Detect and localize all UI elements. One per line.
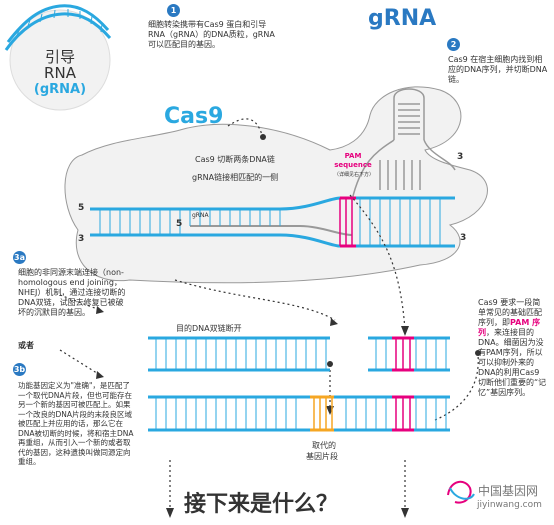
- strand-label-inner-3: 3: [457, 152, 464, 162]
- dotted-arrows: [59, 118, 479, 512]
- step-1-text: 细胞转染携带有Cas9 蛋白和引导RNA（gRNA）的DNA质粒，gRNA可以匹…: [148, 20, 275, 49]
- cut-text-1: Cas9 切断两条DNA链: [195, 155, 275, 164]
- dna-broken-strands: [148, 336, 450, 372]
- pam-site: [339, 196, 356, 248]
- step-3a-marker: 3a: [13, 251, 26, 264]
- replacement-fragment: [313, 397, 333, 430]
- strand-label-right-3: 3: [460, 233, 467, 243]
- step-3a-or: 或者: [18, 341, 34, 350]
- grna-hairpin: [351, 88, 456, 201]
- cas9-label: Cas9: [164, 104, 224, 129]
- step-2-marker: 2: [447, 38, 460, 51]
- title-cn: 引导: [44, 48, 75, 66]
- title-abbr: (gRNA): [33, 82, 87, 97]
- break-label: 目的DNA双链断开: [176, 324, 242, 333]
- strand-label-top-5: 5: [78, 203, 85, 213]
- grna-label: gRNA: [368, 6, 437, 31]
- pam-label: PAM sequence: [334, 152, 372, 169]
- title-badge: [4, 4, 112, 111]
- bottom-title: 接下来是什么？: [184, 492, 339, 517]
- pam-explanation-1: Cas9 要求一段简单常见的基础匹配序列，即: [478, 298, 542, 327]
- pam-explanation-highlight: PAM 序列: [478, 318, 541, 337]
- replacement-label-1: 取代的: [312, 441, 336, 450]
- replacement-label-2: 基因片段: [306, 452, 338, 461]
- step-1-marker: 1: [167, 4, 180, 17]
- step-3b-marker: 3b: [13, 363, 26, 376]
- arrow-heads: [96, 134, 481, 518]
- pam-explanation: Cas9 要求一段简单常见的基础匹配序列，即PAM 序列，来连接目的DNA。细菌…: [478, 298, 548, 398]
- dna-top-strands: [90, 196, 455, 248]
- title-en: RNA: [44, 64, 76, 82]
- step-3a-text: 细胞的非同源末端连接（non-homologous end joining，NH…: [18, 268, 126, 317]
- strand-label-inner-5: 5: [176, 219, 183, 229]
- pam-explanation-2: ，来连接目的DNA。细菌因为没有PAM序列，所以可以抑制外来的DNA的利用Cas…: [478, 328, 547, 397]
- strand-label-bottom-3: 3: [78, 234, 85, 244]
- dna-repaired-strands: [148, 395, 450, 432]
- watermark-url: jiyinwang.com: [477, 500, 542, 510]
- pam-note: （详细见右下方）: [334, 172, 375, 178]
- cut-text-2: gRNA链接相匹配的一侧: [192, 173, 279, 182]
- step-2-text: Cas9 在宿主细胞内找到相应的DNA序列，并切断DNA链。: [448, 55, 548, 84]
- step-3b-text: 功能基因定义为"准确"，是匹配了一个取代DNA片段，但也可能存在另一个新的基因可…: [18, 381, 134, 466]
- watermark-logo: [447, 480, 475, 504]
- grna-small-label: gRNA: [192, 212, 209, 219]
- watermark-cn: 中国基因网: [478, 484, 539, 498]
